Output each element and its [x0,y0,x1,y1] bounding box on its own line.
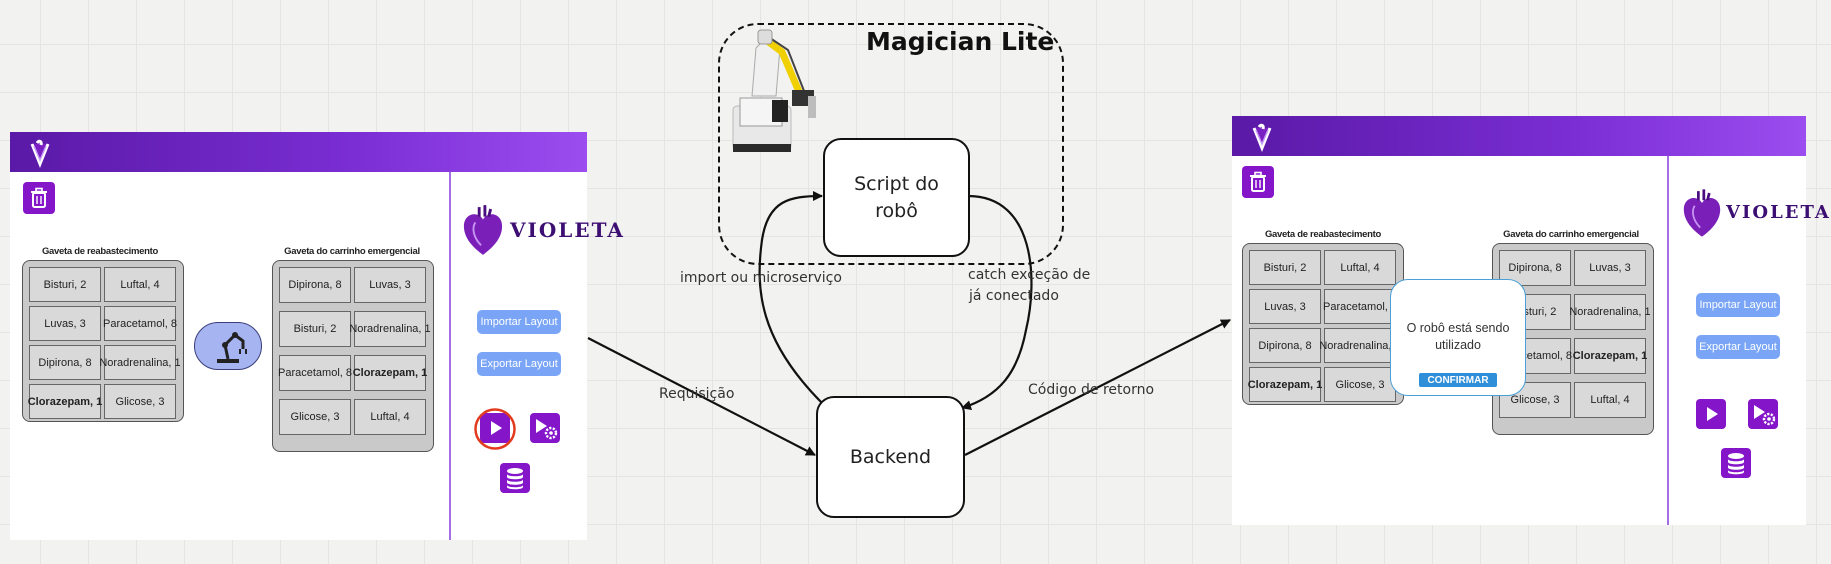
drawer-slot[interactable]: Dipirona, 8 [279,267,351,303]
import-layout-button[interactable]: Importar Layout [1696,293,1780,317]
database-button[interactable] [1721,448,1751,478]
trash-icon [31,187,47,208]
drawer-right-title: Gaveta do carrinho emergencial [284,246,420,257]
settings-play-button[interactable] [1748,399,1778,429]
play-button[interactable] [1696,399,1726,429]
violeta-brand: VIOLETA [462,202,623,262]
drawer-slot[interactable]: Luvas, 3 [1574,250,1646,286]
drawer-slot[interactable]: Luftal, 4 [1324,250,1396,285]
export-layout-button[interactable]: Exportar Layout [477,352,561,376]
trash-button[interactable] [1242,166,1274,198]
drawer-slot[interactable]: Glicose, 3 [1324,367,1396,402]
robot-arm-illustration [732,29,816,152]
drawer-slot[interactable]: Luvas, 3 [29,306,101,341]
heart-logo-icon [463,205,503,255]
magician-lite-group [718,23,1064,265]
play-icon [1707,407,1718,421]
drawer-slot[interactable]: Luftal, 4 [104,267,176,302]
magician-lite-title: Magician Lite [866,27,1055,56]
modal-message-line2: utilizado [1435,338,1481,352]
drawer-slot[interactable]: Luftal, 4 [354,399,426,435]
drawer-slot[interactable]: Luvas, 3 [354,267,426,303]
drawer-slot[interactable]: Dipirona, 8 [29,345,101,380]
drawer-slot[interactable]: Clorazepam, 1 [1248,367,1322,402]
drawer-slot[interactable]: Noradrenalina, 1 [1319,328,1401,363]
drawer-slot[interactable]: Clorazepam, 1 [353,355,427,391]
drawer-right-title: Gaveta do carrinho emergencial [1503,229,1639,240]
export-layout-button[interactable]: Exportar Layout [1696,335,1780,359]
drawer-slot[interactable]: Noradrenalina, 1 [349,311,431,347]
confirm-button[interactable]: CONFIRMAR [1419,373,1497,387]
modal-message-line1: O robô está sendo [1406,321,1510,335]
drawer-slot[interactable]: Dipirona, 8 [1249,328,1321,363]
robot-arm-icon [217,332,247,363]
violeta-logo-icon [30,139,50,169]
backend-node: Backend [816,396,965,518]
violeta-logo-icon [1252,123,1272,153]
drawer-slot[interactable]: Dipirona, 8 [1499,250,1571,286]
violeta-brand: VIOLETA [1682,186,1829,246]
play-icon [491,421,502,435]
heart-logo-icon [1683,189,1721,237]
backend-label: Backend [849,445,932,468]
drawer-slot[interactable]: Glicose, 3 [1499,382,1571,418]
drawer-slot[interactable]: Paracetamol, 8 [278,355,352,391]
modal-message: O robô está sendo utilizado [1391,320,1525,354]
edge-catch [961,194,1033,411]
drawer-slot[interactable]: Paracetamol, 8 [103,306,177,341]
script-robo-label: Script do robô [854,172,939,222]
panel-divider [449,172,451,540]
brand-name: VIOLETA [510,218,625,242]
import-layout-button[interactable]: Importar Layout [477,310,561,334]
drawer-slot[interactable]: Bisturi, 2 [1249,250,1321,285]
brand-name: VIOLETA [1726,202,1831,223]
panel-divider [1667,156,1669,525]
drawer-slot[interactable]: Bisturi, 2 [29,267,101,302]
drawer-left-title: Gaveta de reabastecimento [1264,229,1382,240]
play-button[interactable] [480,413,510,443]
edge-import [758,191,823,403]
drawer-slot[interactable]: Glicose, 3 [104,384,176,419]
edge-codigo [964,319,1231,456]
drawer-slot[interactable]: Bisturi, 2 [279,311,351,347]
drawer-slot[interactable]: Luftal, 4 [1574,382,1646,418]
edge-label-catch-1: catch exceção de [968,267,1091,283]
script-robo-node: Script do robô [823,138,970,257]
edge-label-requisicao: Requisição [659,386,735,402]
settings-play-button[interactable] [530,413,560,443]
drawer-slot[interactable]: Clorazepam, 1 [1573,338,1647,374]
gear-play-icon [536,419,558,440]
drawer-left-title: Gaveta de reabastecimento [41,246,159,257]
gear-play-icon [1754,405,1776,426]
trash-icon [1250,171,1266,192]
database-icon [1728,453,1744,475]
database-icon [507,468,523,490]
play-highlight-circle [474,408,516,450]
drawer-slot[interactable]: Noradrenalina, 1 [1569,294,1651,330]
drawer-slot[interactable]: Noradrenalina, 1 [99,345,181,380]
edge-requisicao [587,337,816,456]
edge-label-codigo: Código de retorno [1028,382,1155,398]
robot-arm-button[interactable] [194,322,262,370]
robot-busy-modal: O robô está sendo utilizado CONFIRMAR [1390,279,1526,396]
drawer-slot[interactable]: Luvas, 3 [1249,289,1321,324]
drawer-slot[interactable]: Glicose, 3 [279,399,351,435]
app-topbar [10,132,587,172]
app-topbar [1232,116,1806,156]
drawer-slot[interactable]: Paracetamol, 8 [1323,289,1397,324]
edge-label-catch-2: já conectado [969,288,1059,304]
database-button[interactable] [500,463,530,493]
edge-label-import: import ou microserviço [680,270,842,286]
drawer-slot[interactable]: Clorazepam, 1 [28,384,102,419]
trash-button[interactable] [23,182,55,214]
